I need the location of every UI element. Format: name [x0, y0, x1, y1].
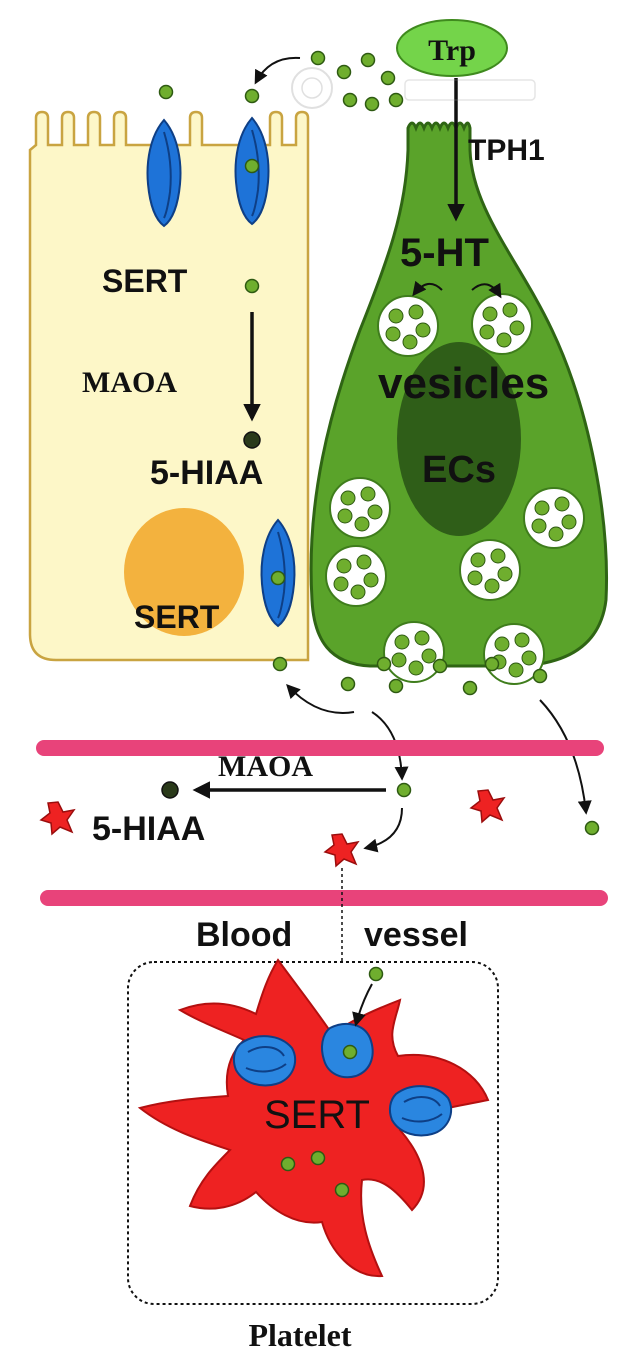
mini-platelet: [470, 789, 505, 823]
hiaa-dot: [161, 781, 179, 799]
uptake-arrow: [254, 56, 301, 85]
serotonin-dot: [158, 84, 174, 100]
serotonin-dot: [364, 96, 380, 112]
enterocyte-nucleus: [124, 508, 244, 636]
serotonin-dot: [380, 70, 396, 86]
sert-transporter: [388, 1085, 453, 1137]
serotonin-dot: [396, 782, 412, 798]
hiaa-blood-label: 5-HIAA: [92, 810, 205, 848]
maoa-blood-label: MAOA: [218, 750, 313, 783]
serotonin-dot: [432, 658, 448, 674]
serotonin-dot: [532, 668, 548, 684]
vesicle: [325, 545, 387, 607]
vessel-wall-bottom: [40, 890, 608, 906]
vesicle: [471, 293, 533, 355]
serotonin-dot: [272, 656, 288, 672]
serotonin-dot: [270, 570, 286, 586]
vesicle: [383, 621, 445, 683]
sert-top-label: SERT: [102, 263, 188, 299]
serotonin-dot: [360, 52, 376, 68]
platelet-inset-box: [127, 961, 499, 1305]
release-arrow: [371, 711, 409, 781]
watermark-logo: [291, 67, 536, 109]
serotonin-dot: [340, 676, 356, 692]
sert-platelet-label: SERT: [264, 1093, 370, 1137]
to-vesicle-arrow: [412, 280, 443, 297]
hiaa-dot: [243, 431, 261, 449]
vesicle: [523, 487, 585, 549]
serotonin-dot: [244, 88, 260, 104]
serotonin-dot: [310, 50, 326, 66]
ec-nucleus: [397, 342, 521, 536]
ecs-label: ECs: [422, 449, 496, 491]
serotonin-dot: [342, 1044, 358, 1060]
serotonin-dot: [584, 820, 600, 836]
vessel-label: vessel: [364, 916, 468, 954]
hiaa-cell-label: 5-HIAA: [150, 454, 263, 492]
serotonin-dot: [244, 278, 260, 294]
vesicle: [377, 295, 439, 357]
serotonin-dot: [280, 1156, 296, 1172]
serotonin-dot: [368, 966, 384, 982]
maoa-cell-label: MAOA: [82, 366, 177, 399]
trp-ellipse: [396, 19, 508, 77]
serotonin-dot: [342, 92, 358, 108]
tph1-label: TPH1: [468, 134, 545, 167]
mini-platelet: [40, 801, 75, 835]
vesicle: [459, 539, 521, 601]
trp-label: Trp: [428, 34, 476, 67]
serotonin-dot: [336, 64, 352, 80]
serotonin-dot: [462, 680, 478, 696]
platelet-label: Platelet: [248, 1317, 351, 1353]
serotonin-dot: [244, 158, 260, 174]
sert-mid-label: SERT: [134, 599, 220, 635]
blood-label: Blood: [196, 916, 292, 954]
vesicles-label: vesicles: [378, 359, 549, 408]
enterocyte-cell: [28, 110, 310, 662]
serotonin-dot: [310, 1150, 326, 1166]
mini-platelet: [324, 833, 359, 867]
sert-transporter: [146, 119, 182, 227]
5ht-label: 5-HT: [400, 231, 489, 275]
to-vesicle-arrow: [471, 282, 502, 299]
reuptake-arrow: [286, 683, 355, 714]
vessel-wall-top: [36, 740, 604, 756]
platelet-uptake-arrow: [363, 807, 403, 853]
sert-transporter: [232, 1035, 297, 1087]
serotonin-dot: [376, 656, 392, 672]
vesicle: [329, 477, 391, 539]
serotonin-dot: [484, 656, 500, 672]
serotonin-dot: [388, 678, 404, 694]
platelet-entry-arrow: [352, 983, 373, 1027]
serotonin-dot: [334, 1182, 350, 1198]
serotonin-dot: [388, 92, 404, 108]
